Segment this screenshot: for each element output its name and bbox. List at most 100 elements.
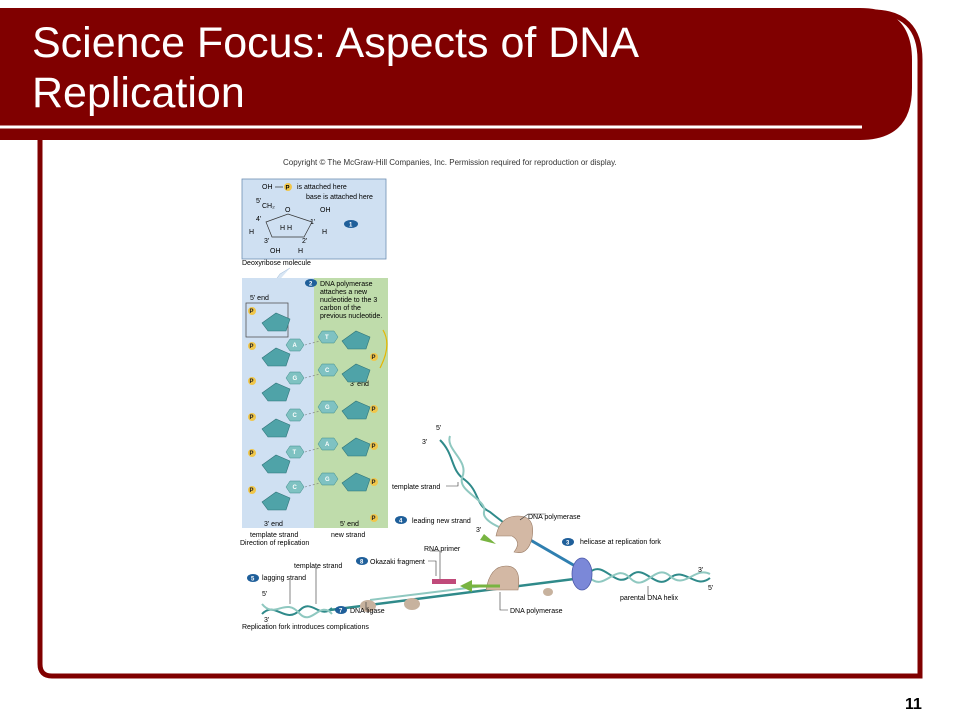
template-sugar — [261, 454, 291, 474]
addition-arrow — [379, 329, 388, 369]
h-bottom-label: H — [298, 248, 303, 255]
template-lower-leader — [315, 567, 318, 604]
new-phosphate — [370, 478, 378, 486]
p-attached-note: is attached here — [297, 184, 347, 191]
base-attached-note: base is attached here — [306, 194, 373, 201]
new-sugar — [341, 363, 371, 383]
step-4-badge — [395, 516, 407, 524]
step-2-label: 2 — [309, 282, 313, 288]
content-border — [37, 9, 923, 679]
three-prime-right-label: 3' — [698, 567, 703, 574]
hydrogen-bond — [304, 482, 321, 488]
template-phosphate — [248, 307, 256, 315]
rna-primer-shape — [432, 579, 456, 584]
hydrogen-bond — [304, 373, 321, 379]
five-end-top-label: 5' end — [250, 295, 269, 302]
new-phosphate — [370, 442, 378, 450]
deoxyribose-panel: OH P is attached here base is attached h… — [241, 178, 387, 303]
new-phosphate-label: P — [372, 516, 376, 522]
template-base — [285, 408, 305, 422]
five-prime-right-label: 5' — [708, 585, 713, 592]
dna-polymerase-top-label: DNA polymerase — [528, 514, 581, 521]
new-sugar — [341, 400, 371, 420]
new-sugar — [341, 330, 371, 350]
slide-title: Science Focus: Aspects of DNA Replicatio… — [32, 19, 637, 117]
new-strand-label: new strand — [331, 532, 365, 539]
dna-polymerase-bottom-label: DNA polymerase — [510, 608, 563, 615]
template-sugar — [261, 491, 291, 511]
parental-helix-label: parental DNA helix — [620, 595, 678, 602]
strand-panel: 2 DNA polymerase attaches a new nucleoti… — [240, 278, 388, 547]
hh-label: H H — [280, 225, 292, 232]
template-phosphate-label: P — [250, 451, 254, 457]
helicase-shape — [571, 557, 593, 591]
three-prime-left-label: 3' — [264, 617, 269, 624]
lagging-helix-strand-b — [261, 603, 333, 619]
h-right-label: H — [322, 229, 327, 236]
step-5-badge — [247, 574, 259, 582]
five-prime-left-label: 5' — [262, 591, 267, 598]
template-strand-label: template strand — [250, 532, 298, 539]
dna-polymerase-top-shape — [495, 515, 533, 553]
h-left-label: H — [249, 229, 254, 236]
new-base-label: A — [325, 442, 330, 448]
step-2-badge — [305, 279, 317, 287]
template-phosphate — [248, 486, 256, 494]
new-base — [317, 363, 339, 377]
template-strand-upper-label: template strand — [392, 484, 440, 491]
polymerase-note-line-1: DNA polymerase — [320, 281, 373, 288]
new-sugar — [341, 472, 371, 492]
fork-caption: Replication fork introduces complication… — [242, 624, 369, 631]
template-strand-lower-label: template strand — [294, 563, 342, 570]
template-base — [285, 338, 305, 352]
new-base — [317, 400, 339, 414]
fork-panel: 5' 3' template strand 4 leading new stra… — [242, 425, 713, 631]
template-base-label: C — [293, 485, 298, 491]
template-phosphate — [248, 413, 256, 421]
new-base-label: T — [325, 335, 329, 341]
new-sugar — [341, 437, 371, 457]
polymerase-top-leader — [519, 513, 546, 521]
new-base-label: C — [325, 368, 330, 374]
polymerase-note-line-5: previous nucleotide. — [320, 313, 382, 320]
okazaki-leader — [428, 560, 437, 576]
three-end-bottom-label: 3' end — [264, 521, 283, 528]
new-base-label: G — [325, 405, 330, 411]
template-phosphate-label: P — [250, 379, 254, 385]
new-phosphate-label: P — [372, 444, 376, 450]
polymerase-note-line-3: nucleotide to the 3 — [320, 297, 377, 304]
template-base-label: C — [293, 413, 298, 419]
hydrogen-bond — [304, 447, 321, 453]
polymerase-bottom-leader — [499, 592, 508, 611]
okazaki-label: Okazaki fragment — [370, 559, 425, 566]
step-7-label: 7 — [339, 609, 343, 615]
c4-label: 4' — [256, 216, 261, 223]
rna-primer-label: RNA primer — [424, 546, 461, 553]
template-upper-leader — [446, 482, 459, 487]
template-sugar — [261, 312, 291, 332]
rna-primer-leader — [430, 550, 441, 579]
copyright-notice: Copyright © The McGraw-Hill Companies, I… — [283, 158, 617, 167]
hydrogen-bond — [304, 410, 321, 416]
step-5-label: 5 — [251, 577, 255, 583]
parental-helix-strand-b — [589, 571, 711, 584]
template-phosphate — [248, 342, 256, 350]
template-phosphate — [248, 377, 256, 385]
template-sugar — [261, 382, 291, 402]
template-base-label: G — [293, 376, 298, 382]
step-8-label: 8 — [360, 560, 364, 566]
new-phosphate — [370, 514, 378, 522]
new-base — [317, 330, 339, 344]
dna-polymerase-bottom-shape — [485, 565, 520, 591]
new-phosphate-label: P — [372, 480, 376, 486]
new-base-label: G — [325, 477, 330, 483]
three-end-mid-label: 3' end — [350, 381, 369, 388]
deoxyribose-caption: Deoxyribose molecule — [242, 260, 311, 267]
template-base — [285, 445, 305, 459]
upper-helix-strand-b — [448, 435, 523, 537]
template-phosphate-label: P — [250, 488, 254, 494]
title-banner — [0, 8, 912, 140]
direction-caption: Direction of replication — [240, 540, 309, 547]
